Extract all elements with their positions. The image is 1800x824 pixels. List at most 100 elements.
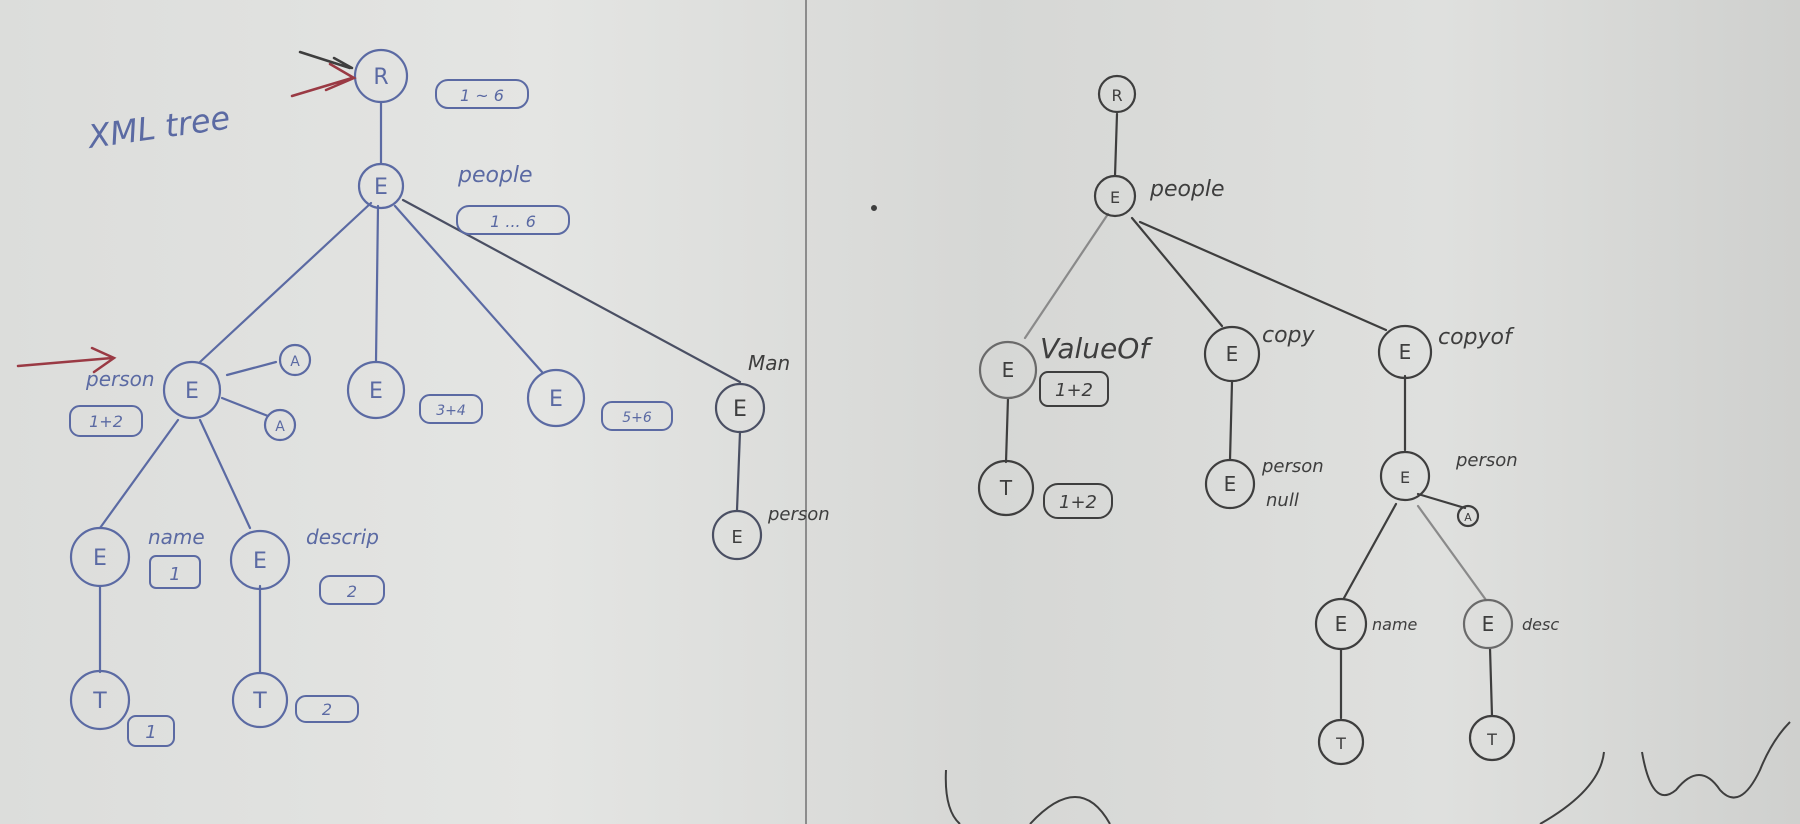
r-people-label: people <box>1149 177 1225 202</box>
edge-r-person-attr <box>1416 492 1467 510</box>
r-node-cattr-letter: A <box>1464 511 1472 524</box>
r-node-cperson-letter: E <box>1400 468 1410 487</box>
r-node-valueof-letter: E <box>1002 358 1015 382</box>
right-labels: people ValueOf 1+2 1+2 copy person null … <box>1040 177 1559 634</box>
r-node-cname-letter: E <box>1335 612 1348 636</box>
r-copyof-label: copyof <box>1438 325 1515 350</box>
r-node-cdesc <box>1462 598 1514 650</box>
node-people-letter: E <box>374 175 388 200</box>
node-attr-a2 <box>263 408 297 442</box>
r-cperson-label: person <box>1455 450 1518 471</box>
node-t2 <box>231 671 289 729</box>
name-range: 1 <box>169 564 180 585</box>
man-label: Man <box>748 351 790 375</box>
r-node-valueof-t <box>977 459 1035 517</box>
node-t1-letter: T <box>92 689 107 714</box>
people-range: 1 ... 6 <box>490 212 536 231</box>
r-node-copy1-child <box>1204 458 1256 510</box>
node-man-letter: E <box>733 397 747 422</box>
people-label: people <box>457 163 533 188</box>
r-node-root-letter: R <box>1111 86 1122 105</box>
range-box-t2 <box>295 695 359 723</box>
edge-r-valueof-t <box>1004 396 1010 464</box>
r-valueof-label: ValueOf <box>1040 332 1153 365</box>
stray-arc-right <box>1539 751 1605 824</box>
range-box-name <box>149 555 201 589</box>
person-label: person <box>85 367 155 391</box>
range-box-root <box>435 79 529 109</box>
r-node-cattr <box>1456 504 1480 528</box>
name-label: name <box>148 525 205 549</box>
edge-r-person-name <box>1342 502 1398 600</box>
range-box-e3 <box>601 401 673 431</box>
person-range: 1+2 <box>89 412 123 431</box>
right-tree <box>1004 112 1494 720</box>
r-range-box-valueof-t <box>1043 483 1113 519</box>
left-title: XML tree <box>84 98 232 156</box>
r-node-copyof-letter: E <box>1399 340 1412 364</box>
r-node-ct1-letter: T <box>1335 734 1346 753</box>
r-node-cdesc-letter: E <box>1482 612 1495 636</box>
r-cdesc-label: desc <box>1522 615 1559 634</box>
edge-r-people-valueof <box>1023 212 1110 340</box>
node-descrip <box>229 529 291 591</box>
root-range: 1 ~ 6 <box>460 86 504 105</box>
r-copy1-label: copy <box>1262 323 1316 348</box>
descrip-label: descrip <box>306 525 379 549</box>
node-e2-letter: E <box>369 379 383 404</box>
edge-r-person-desc <box>1416 504 1488 602</box>
red-arrows <box>16 50 357 374</box>
edge-r-desc-t <box>1488 646 1494 718</box>
node-person <box>162 360 222 420</box>
right-range-boxes <box>1039 371 1113 519</box>
range-box-person <box>69 405 143 437</box>
node-root <box>353 48 409 104</box>
stray-dot <box>871 205 877 211</box>
stray-arc-bottom <box>944 769 1111 824</box>
node-e3-letter: E <box>549 387 563 412</box>
r-node-root <box>1097 74 1137 114</box>
edge-person-name <box>98 418 180 530</box>
arrow-to-person <box>16 346 117 374</box>
r-cname-label: name <box>1372 615 1418 634</box>
range-box-e2 <box>419 394 483 424</box>
e2-range: 3+4 <box>436 403 466 419</box>
edge-r-people-copy1 <box>1130 216 1224 328</box>
right-tree-nodes <box>977 74 1516 766</box>
r-valueof-range: 1+2 <box>1055 380 1093 401</box>
left-node-letters: R E E A A E E E E E E T T <box>92 65 747 714</box>
r-node-copy1-child-letter: E <box>1224 472 1237 496</box>
node-t1 <box>69 669 131 731</box>
arrow-to-root-black <box>298 50 354 70</box>
edge-person-descrip <box>198 418 252 530</box>
r-node-ct1 <box>1317 718 1365 766</box>
edge-r-root-people <box>1113 112 1119 178</box>
edge-r-people-copyof <box>1138 220 1388 332</box>
r-node-copy1-letter: E <box>1226 342 1239 366</box>
r-node-copyof <box>1377 324 1433 380</box>
node-people <box>357 162 405 210</box>
node-man-child <box>711 509 763 561</box>
man-child-label: person <box>767 504 830 525</box>
node-name-letter: E <box>93 546 107 571</box>
edge-person-a2 <box>220 396 270 418</box>
r-copy1-child-label: person <box>1261 456 1324 477</box>
node-man-child-letter: E <box>731 527 742 548</box>
stray-squiggle <box>1641 721 1791 799</box>
node-e2 <box>346 360 406 420</box>
node-t2-letter: T <box>252 689 267 714</box>
node-attr-a1-letter: A <box>290 354 300 370</box>
node-man <box>714 382 766 434</box>
arrow-to-root <box>290 62 357 98</box>
r-valueof-t-range: 1+2 <box>1059 492 1097 513</box>
t1-range: 1 <box>145 722 156 743</box>
descrip-range: 2 <box>347 582 357 601</box>
node-person-letter: E <box>185 379 199 404</box>
r-node-ct2-letter: T <box>1486 730 1497 749</box>
node-attr-a2-letter: A <box>275 419 285 435</box>
r-node-copy1 <box>1203 325 1261 383</box>
node-e3 <box>526 368 586 428</box>
r-node-people <box>1093 174 1137 218</box>
stray-marks <box>871 205 1791 824</box>
